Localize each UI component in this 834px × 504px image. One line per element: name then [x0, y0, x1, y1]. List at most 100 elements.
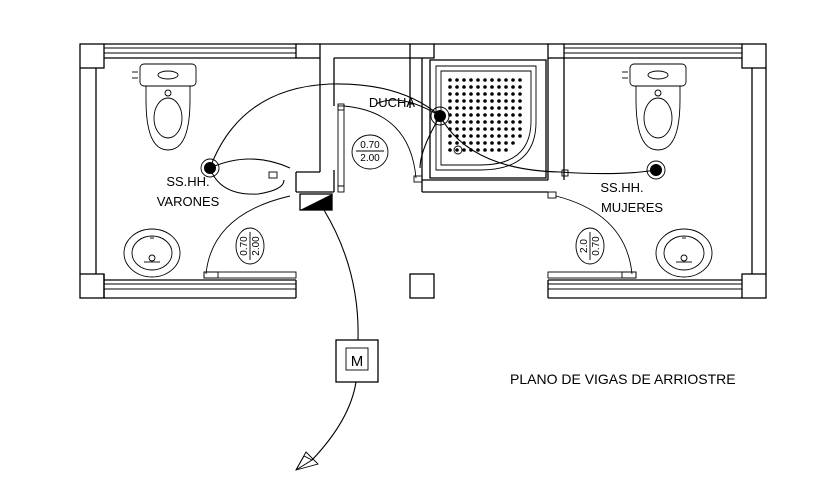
drain-hole — [476, 148, 480, 152]
door-tag-left: 0.70 2.00 — [235, 227, 265, 265]
drain-hole — [483, 78, 487, 82]
drain-hole — [511, 134, 515, 138]
door-tag-main: 0.70 2.00 — [351, 134, 389, 170]
door-shower — [337, 105, 417, 187]
drain-hole — [476, 113, 480, 117]
door-tag-main-width: 0.70 — [360, 140, 380, 151]
drain-hole — [511, 127, 515, 131]
drain-hole — [518, 113, 522, 117]
drain-hole — [476, 127, 480, 131]
wiring — [209, 83, 657, 471]
drain-hole — [511, 120, 515, 124]
drain-hole — [504, 120, 508, 124]
door-right-room — [547, 195, 637, 279]
drain-hole — [483, 120, 487, 124]
drain-hole — [483, 106, 487, 110]
drain-hole — [483, 127, 487, 131]
drain-hole — [455, 99, 459, 103]
drain-hole — [518, 106, 522, 110]
drain-hole — [448, 78, 452, 82]
drain-hole — [490, 120, 494, 124]
drain-hole — [497, 113, 501, 117]
drain-hole — [455, 113, 459, 117]
drain-hole — [448, 92, 452, 96]
drain-hole — [448, 134, 452, 138]
door-left-room — [203, 195, 297, 279]
room-label-womens-line1: SS.HH. — [600, 180, 643, 195]
door-tag-right-width: 2.0 — [579, 239, 590, 253]
drain-hole — [497, 134, 501, 138]
drain-hole — [462, 134, 466, 138]
drain-hole — [483, 134, 487, 138]
drain-hole — [476, 99, 480, 103]
drain-hole — [518, 134, 522, 138]
drain-hole — [490, 134, 494, 138]
drain-hole — [462, 120, 466, 124]
drain-hole — [455, 141, 459, 145]
drain-hole — [483, 99, 487, 103]
drain-hole — [511, 106, 515, 110]
drain-hole — [518, 78, 522, 82]
drain-hole — [497, 120, 501, 124]
drain-hole — [483, 85, 487, 89]
drain-hole — [490, 127, 494, 131]
drain-hole — [511, 99, 515, 103]
drain-hole — [483, 148, 487, 152]
drain-hole — [511, 78, 515, 82]
drain-hole — [469, 78, 473, 82]
drain-hole — [497, 141, 501, 145]
drain-hole — [448, 148, 452, 152]
light-point-left — [200, 158, 220, 178]
drain-hole — [469, 99, 473, 103]
meter-label: M — [351, 353, 364, 370]
drain-hole — [511, 92, 515, 96]
drain-hole — [448, 141, 452, 145]
drain-hole — [490, 78, 494, 82]
room-label-womens-line2: MUJERES — [601, 200, 663, 215]
toilet-right — [622, 63, 687, 151]
drain-hole — [469, 113, 473, 117]
drain-hole — [462, 113, 466, 117]
drain-hole — [469, 127, 473, 131]
drain-hole — [511, 141, 515, 145]
room-label-mens-line1: SS.HH. — [166, 174, 209, 189]
drawing-title: PLANO DE VIGAS DE ARRIOSTRE — [510, 371, 736, 387]
shower-tray — [429, 59, 547, 179]
door-tag-main-height: 2.00 — [360, 153, 380, 164]
sink-left — [123, 228, 181, 278]
light-point-shower — [430, 106, 450, 126]
door-tag-left-height: 2.00 — [251, 236, 262, 256]
light-point-right — [646, 160, 666, 180]
drain-hole — [455, 120, 459, 124]
drain-hole — [497, 127, 501, 131]
drain-hole — [462, 85, 466, 89]
drain-hole — [448, 85, 452, 89]
drain-hole — [462, 99, 466, 103]
drain-hole — [490, 92, 494, 96]
walls — [79, 43, 767, 299]
drain-hole — [476, 78, 480, 82]
drain-hole — [518, 120, 522, 124]
drain-hole — [455, 106, 459, 110]
drain-hole — [455, 148, 459, 152]
drain-hole — [490, 148, 494, 152]
drain-hole — [448, 99, 452, 103]
drain-hole — [483, 141, 487, 145]
meter-box: M — [335, 339, 379, 383]
drain-hole — [469, 106, 473, 110]
drain-hole — [504, 141, 508, 145]
drain-hole — [504, 113, 508, 117]
drain-hole — [455, 127, 459, 131]
drain-hole — [490, 99, 494, 103]
drain-hole — [490, 106, 494, 110]
drain-hole — [504, 148, 508, 152]
drain-hole — [448, 120, 452, 124]
drain-hole — [469, 120, 473, 124]
drain-hole — [455, 85, 459, 89]
drain-hole — [455, 92, 459, 96]
drain-hole — [476, 85, 480, 89]
drain-hole — [462, 78, 466, 82]
drain-hole — [490, 141, 494, 145]
drain-hole — [518, 92, 522, 96]
